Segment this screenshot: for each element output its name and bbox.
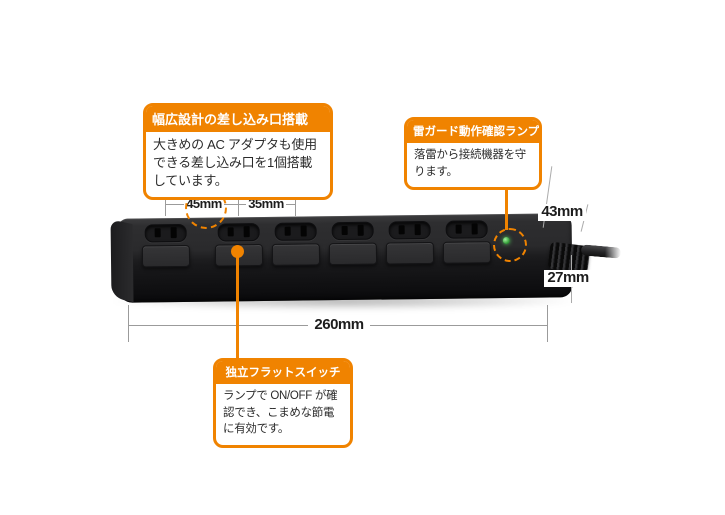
switch-1 <box>141 244 191 268</box>
strip-left-end <box>110 219 134 303</box>
length-tick-left <box>128 305 129 342</box>
outlet-5 <box>388 220 431 240</box>
depth-label: 43mm <box>538 203 586 221</box>
outlet-6 <box>445 220 488 239</box>
height-label: 27mm <box>544 269 592 287</box>
length-tick-right <box>547 305 548 342</box>
pitch-tick-1 <box>165 191 166 216</box>
pitch-tick-3 <box>295 191 296 216</box>
outlet-4 <box>331 221 374 241</box>
outlet-3 <box>274 222 317 241</box>
callout-surge-lamp-title: 雷ガード動作確認ランプ <box>407 120 539 143</box>
outlet-1 <box>144 223 187 243</box>
switch-pointer-dot <box>231 245 244 258</box>
surge-lamp-connector-line <box>505 169 508 230</box>
callout-flat-switch-body: ランプで ON/OFF が確認でき、こまめな節電に有効です。 <box>223 390 338 436</box>
callout-surge-lamp: 雷ガード動作確認ランプ 落雷から接続機器を守ります。 <box>404 117 542 191</box>
led-highlight-circle <box>493 228 527 262</box>
length-label: 260mm <box>308 316 370 334</box>
switch-4 <box>328 242 378 266</box>
callout-wide-socket: 幅広設計の差し込み口搭載 大きめの AC アダプタも使用できる差し込み口を1個搭… <box>143 103 333 200</box>
callout-flat-switch: 独立フラットスイッチ ランプで ON/OFF が確認でき、こまめな節電に有効です… <box>213 358 353 449</box>
pitch-tick-2 <box>238 191 239 216</box>
switch-5 <box>385 241 435 265</box>
callout-surge-lamp-body: 落雷から接続機器を守ります。 <box>414 149 526 178</box>
pitch-normal-label: 35mm <box>246 196 286 212</box>
outlet-2 <box>217 223 260 242</box>
callout-flat-switch-title: 独立フラットスイッチ <box>216 361 350 384</box>
switch-connector-line <box>236 251 239 361</box>
switch-3 <box>271 243 321 266</box>
callout-wide-socket-body: 大きめの AC アダプタも使用できる差し込み口を1個搭載しています。 <box>153 137 317 188</box>
callout-wide-socket-title: 幅広設計の差し込み口搭載 <box>146 106 330 132</box>
pitch-dimension-line <box>165 204 295 205</box>
switch-6 <box>442 241 492 264</box>
